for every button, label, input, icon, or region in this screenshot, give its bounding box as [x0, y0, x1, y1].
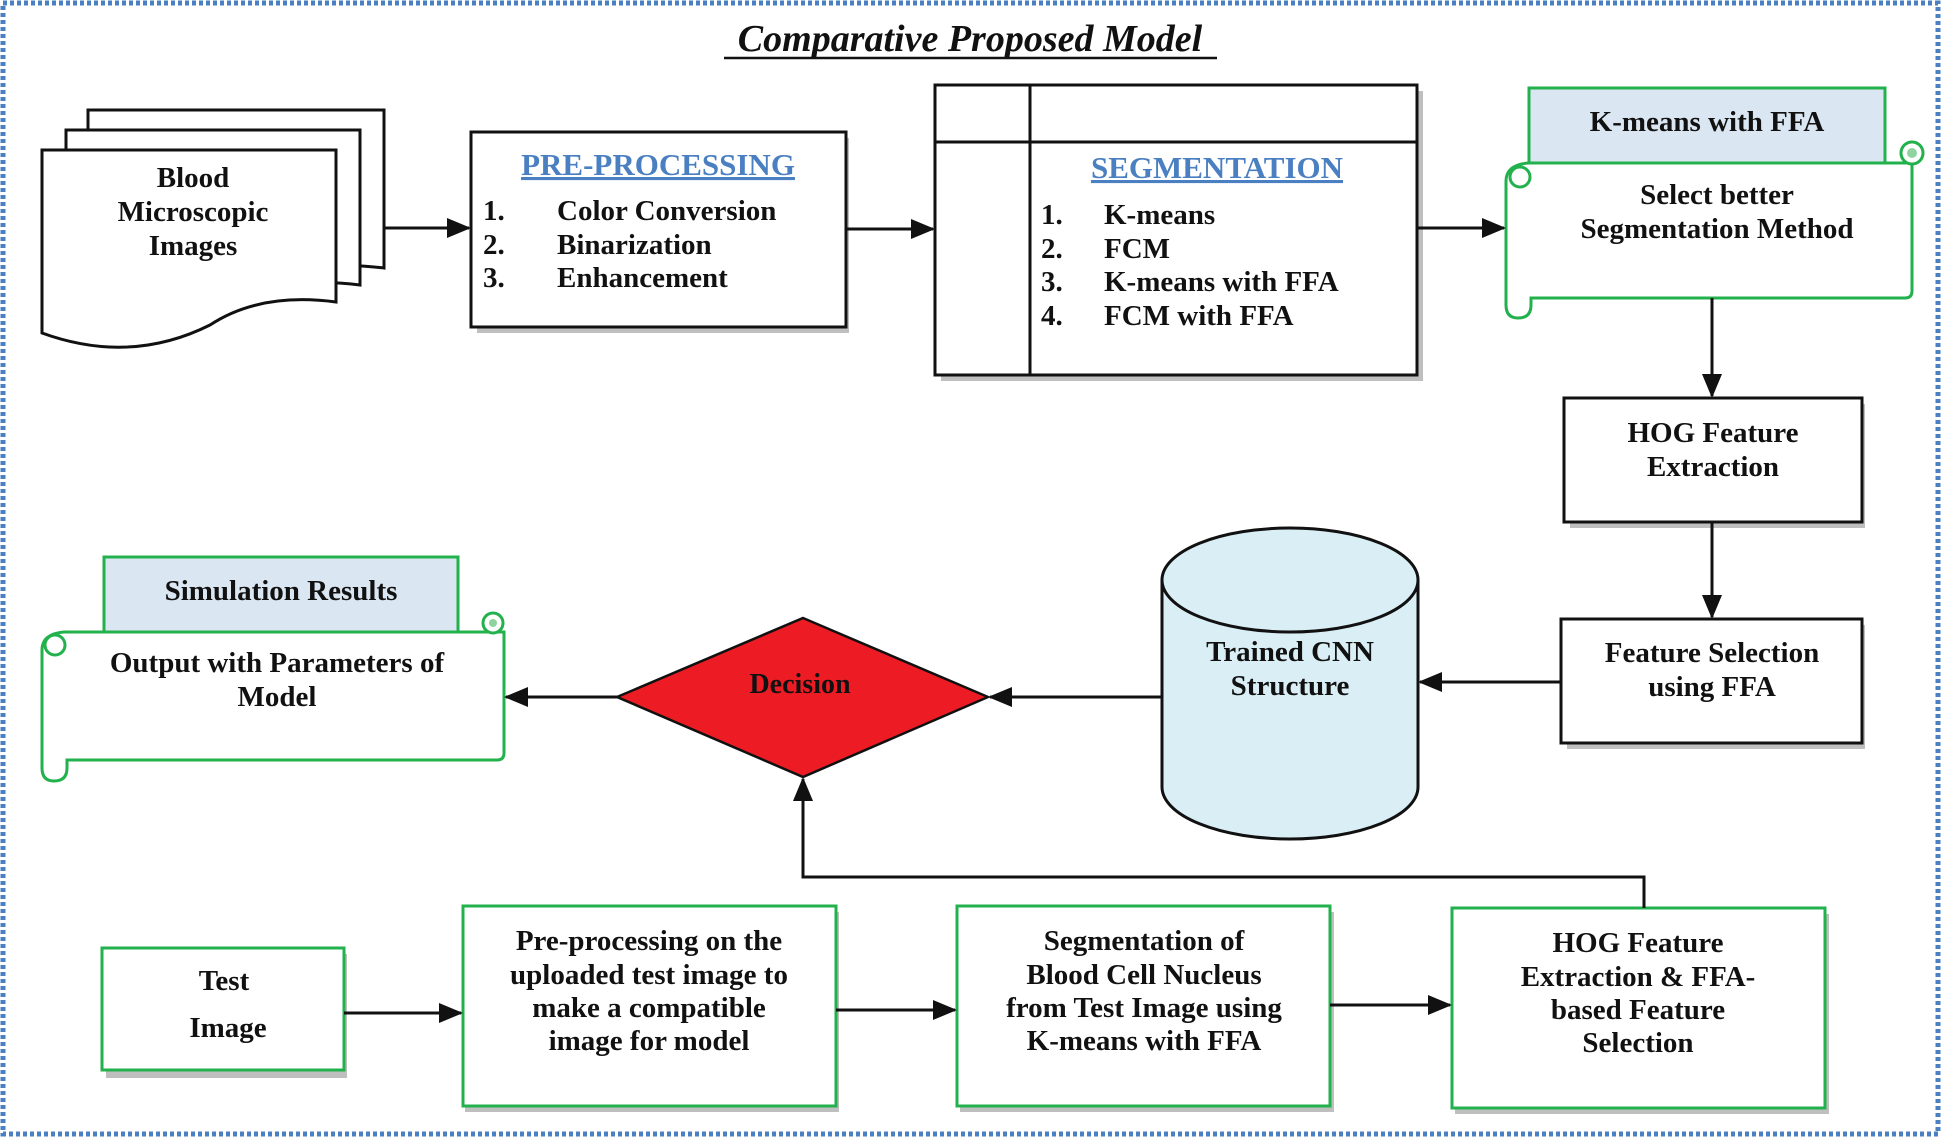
test-preprocess-line-1: Pre-processing on the — [516, 925, 782, 957]
edge-test-hog-to-decision — [793, 777, 1646, 908]
select-method-line-1: Select better — [1640, 179, 1794, 211]
scroll-curl-shade — [1907, 148, 1917, 158]
feature-selection-line-1: Feature Selection — [1605, 637, 1819, 669]
preprocessing-item-2-num: 2. — [483, 229, 505, 261]
scroll-body — [1504, 161, 1914, 320]
segmentation-heading: SEGMENTATION — [1091, 150, 1343, 185]
preprocessing-item-1-num: 1. — [483, 195, 505, 227]
hog-line-1: HOG Feature — [1627, 417, 1798, 449]
test-segmentation-line-3: from Test Image using — [1006, 992, 1282, 1024]
tab-simulation-results-label: Simulation Results — [165, 575, 398, 607]
tab-simulation-results — [102, 555, 460, 634]
hog-line-2: Extraction — [1647, 451, 1779, 483]
blood-images-line-3: Images — [149, 230, 238, 262]
test-preprocess-line-4: image for model — [549, 1025, 750, 1057]
cylinder-top — [1160, 526, 1420, 634]
tab-k-means-ffa — [1527, 86, 1887, 165]
node-hog: HOG Feature Extraction — [1562, 396, 1865, 528]
node-cnn: Trained CNN Structure — [1160, 526, 1420, 841]
test-hog-line-4: Selection — [1582, 1027, 1693, 1059]
node-segmentation: SEGMENTATION 1. K-means 2. FCM 3. K-mean… — [933, 83, 1423, 381]
node-test-hog: HOG Feature Extraction & FFA- based Feat… — [1450, 906, 1829, 1114]
preprocessing-box — [469, 130, 848, 329]
blood-images-line-1: Blood — [157, 162, 230, 194]
node-simulation: Simulation Results Output with Parameter… — [40, 555, 506, 783]
select-method-line-2: Segmentation Method — [1580, 213, 1853, 245]
scroll-body — [40, 630, 506, 783]
test-image-box — [100, 946, 346, 1072]
node-preprocessing: PRE-PROCESSING 1. Color Conversion 2. Bi… — [469, 130, 849, 333]
tab-k-means-ffa-label: K-means with FFA — [1590, 106, 1825, 138]
scroll-curl-shade — [489, 619, 497, 627]
preprocessing-item-1: Color Conversion — [557, 195, 776, 227]
segmentation-item-1: K-means — [1104, 199, 1215, 231]
segmentation-item-2-num: 2. — [1041, 233, 1063, 265]
cylinder-body — [1160, 580, 1420, 841]
node-test-image: Test Image — [100, 946, 347, 1078]
node-test-preprocess: Pre-processing on the uploaded test imag… — [461, 904, 839, 1112]
segmentation-item-1-num: 1. — [1041, 199, 1063, 231]
segmentation-item-4: FCM with FFA — [1104, 300, 1294, 332]
segmentation-box — [933, 83, 1419, 377]
simulation-line-2: Model — [238, 681, 317, 713]
node-select-method: K-means with FFA Select better Segmentat… — [1504, 86, 1925, 320]
diagram-title: Comparative Proposed Model — [738, 18, 1203, 60]
segmentation-item-2: FCM — [1104, 233, 1170, 265]
preprocessing-item-3-num: 3. — [483, 262, 505, 294]
simulation-line-1: Output with Parameters of — [110, 647, 445, 679]
test-hog-box — [1450, 906, 1827, 1110]
test-segmentation-line-4: K-means with FFA — [1027, 1025, 1262, 1057]
preprocessing-item-2: Binarization — [557, 229, 712, 261]
cnn-line-1: Trained CNN — [1206, 636, 1374, 668]
node-decision: Decision — [613, 616, 992, 779]
connectors — [344, 218, 1722, 1023]
hog-box — [1562, 396, 1864, 524]
node-test-segmentation: Segmentation of Blood Cell Nucleus from … — [955, 904, 1334, 1112]
segmentation-item-3: K-means with FFA — [1104, 266, 1339, 298]
test-segmentation-line-2: Blood Cell Nucleus — [1026, 959, 1261, 991]
document-sheet-front — [40, 148, 338, 349]
cnn-line-2: Structure — [1231, 670, 1350, 702]
segmentation-item-4-num: 4. — [1041, 300, 1063, 332]
test-preprocess-box — [461, 904, 838, 1108]
node-feature-selection: Feature Selection using FFA — [1559, 617, 1865, 749]
test-hog-line-2: Extraction & FFA- — [1521, 961, 1756, 993]
feature-selection-line-2: using FFA — [1648, 671, 1776, 703]
preprocessing-heading: PRE-PROCESSING — [521, 147, 795, 182]
segmentation-item-3-num: 3. — [1041, 266, 1063, 298]
test-image-line-2: Image — [189, 1012, 266, 1044]
test-preprocess-line-3: make a compatible — [532, 992, 766, 1024]
decision-label: Decision — [749, 669, 851, 700]
test-hog-line-3: based Feature — [1551, 994, 1725, 1026]
preprocessing-item-3: Enhancement — [557, 262, 728, 294]
test-preprocess-line-2: uploaded test image to — [510, 959, 788, 991]
test-segmentation-line-1: Segmentation of — [1044, 925, 1245, 957]
scroll-curl-left — [1508, 165, 1532, 189]
scroll-curl-left — [43, 633, 67, 657]
test-image-line-1: Test — [199, 965, 250, 997]
test-hog-line-1: HOG Feature — [1552, 927, 1723, 959]
blood-images-line-2: Microscopic — [118, 196, 269, 228]
node-blood-images: Blood Microscopic Images — [40, 108, 386, 349]
